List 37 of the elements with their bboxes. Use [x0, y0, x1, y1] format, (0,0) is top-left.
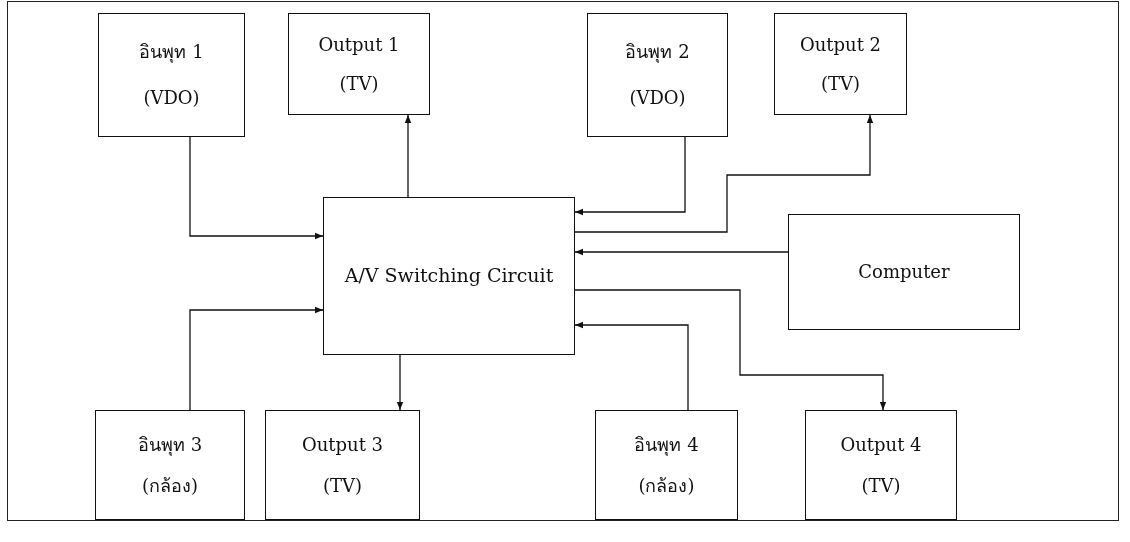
block-box	[323, 197, 575, 355]
block-label: (VDO)	[143, 86, 200, 110]
block-label: (กล้อง)	[638, 473, 695, 498]
block-box	[595, 410, 738, 520]
block-box	[288, 13, 430, 115]
arrow	[574, 114, 874, 233]
block-label: Output 1	[318, 33, 400, 57]
block-label: (VDO)	[629, 86, 686, 110]
block-label: Output 3	[301, 432, 384, 457]
arrow	[574, 136, 686, 216]
arrow	[574, 321, 689, 411]
block-box	[788, 214, 1020, 330]
block-label: อินพุท 1	[139, 40, 204, 64]
block-label: A/V Switching Circuit	[344, 263, 554, 289]
block-label: (TV)	[322, 473, 363, 498]
block-box	[774, 13, 907, 115]
arrow	[574, 289, 887, 411]
block-label: อินพุท 3	[137, 432, 203, 457]
block-label: (TV)	[861, 473, 901, 498]
block-label: อินพุท 2	[625, 40, 690, 64]
block-box	[265, 410, 420, 520]
block-label: Computer	[858, 260, 950, 284]
arrow	[189, 136, 324, 240]
block-label: (TV)	[820, 71, 861, 95]
block-label: Output 2	[799, 33, 882, 57]
arrow	[574, 248, 789, 256]
block-label: อินพุท 4	[634, 432, 699, 457]
arrow	[404, 114, 412, 198]
arrow	[396, 354, 404, 411]
block-box	[95, 410, 245, 520]
block-box	[805, 410, 957, 520]
block-box	[587, 13, 728, 137]
block-box	[98, 13, 245, 137]
block-label: (กล้อง)	[141, 473, 198, 498]
block-label: (TV)	[339, 71, 379, 95]
arrow	[189, 306, 324, 411]
block-label: Output 4	[840, 432, 922, 457]
